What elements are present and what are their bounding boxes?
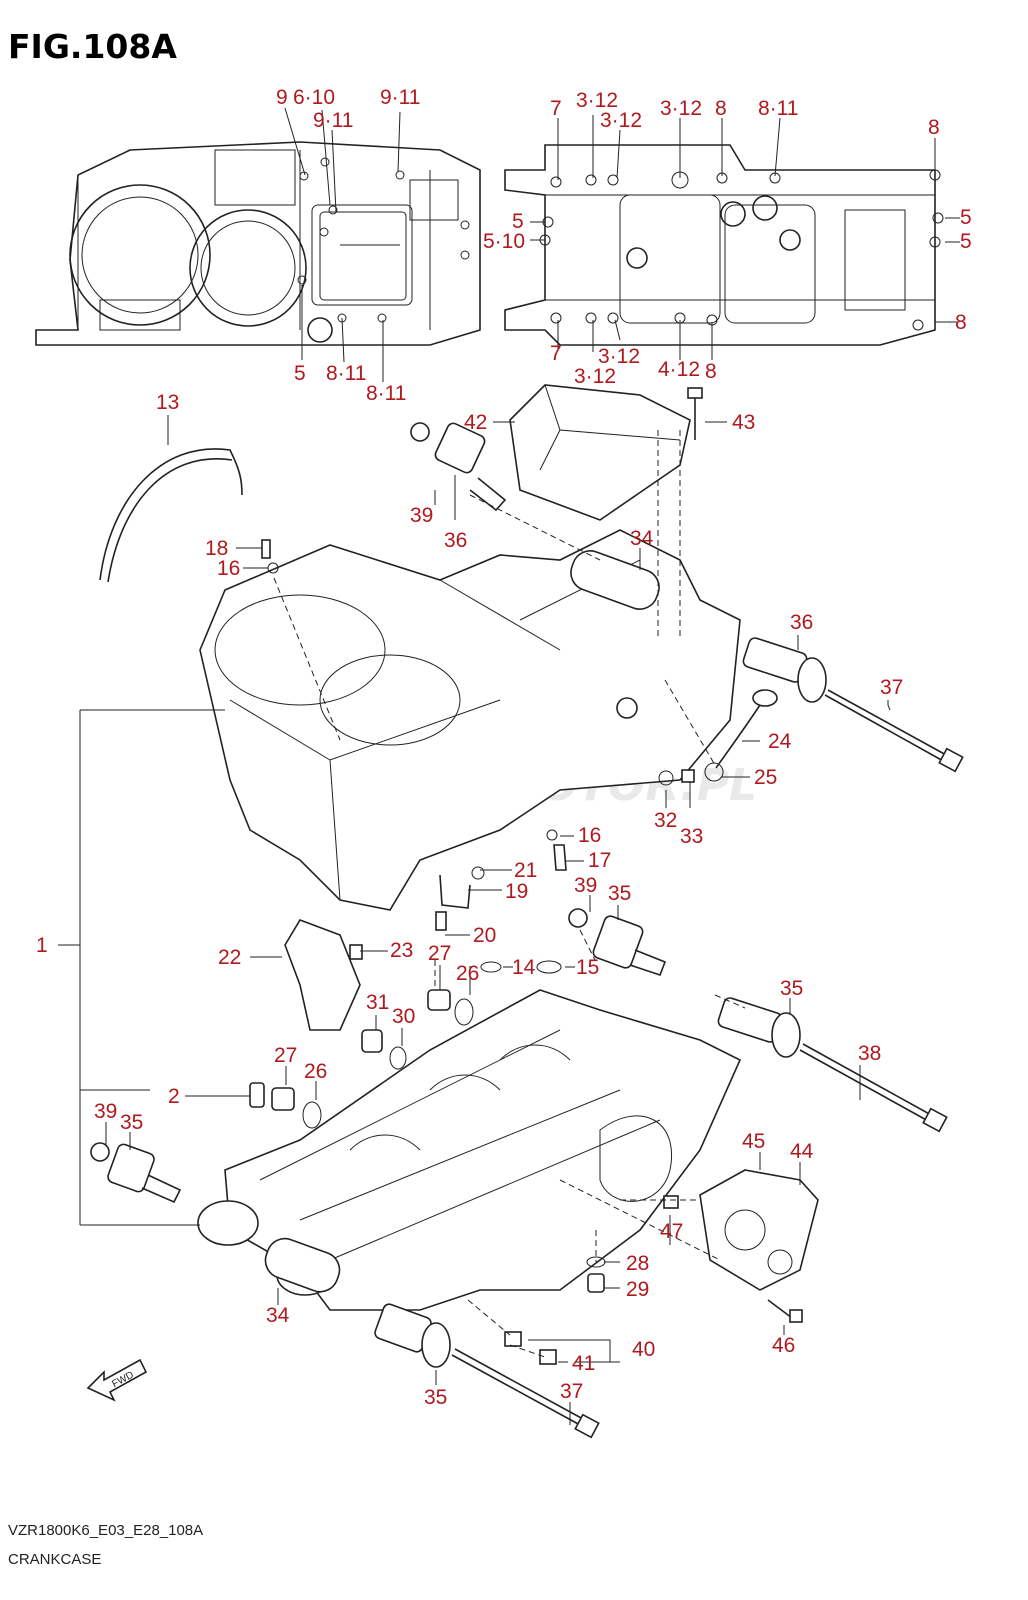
callout-label: 35 — [120, 1111, 143, 1134]
callout-label: 9·11 — [313, 109, 353, 132]
callout-label: 46 — [772, 1334, 795, 1357]
fwd-label: FWD — [110, 1370, 135, 1390]
callout-label: 14 — [512, 956, 536, 979]
callout-label: 28 — [626, 1252, 649, 1275]
callout-label: 37 — [560, 1380, 583, 1403]
callout-label: 26 — [304, 1060, 327, 1083]
callout-label: 3·12 — [574, 365, 616, 388]
callout-label: 13 — [156, 391, 179, 414]
callout-label: 33 — [680, 825, 703, 848]
callout-label: 8·11 — [366, 382, 406, 405]
callout-label: 34 — [266, 1304, 290, 1327]
callout-label: 3·12 — [600, 109, 642, 132]
callout-label: 6·10 — [293, 86, 335, 109]
callout-label: 45 — [742, 1130, 765, 1153]
callout-label: 5 — [960, 230, 972, 253]
callout-label: 32 — [654, 809, 677, 832]
callout-label: 3·12 — [598, 345, 640, 368]
model-code: VZR1800K6_E03_E28_108A — [8, 1522, 203, 1539]
callout-label: 9·11 — [380, 86, 420, 109]
callout-label: 8·11 — [326, 362, 366, 385]
callout-label: 36 — [790, 611, 813, 634]
callout-label: 15 — [576, 956, 599, 979]
callout-label: 35 — [608, 882, 631, 905]
leader-lines — [58, 107, 960, 1425]
callout-label: 35 — [780, 977, 803, 1000]
fwd-arrow-icon: FWD — [86, 1358, 148, 1402]
callout-label: 5·10 — [483, 230, 525, 253]
callout-label: 37 — [880, 676, 903, 699]
callouts-top: 9 6·10 9·11 9·11 7 3·12 3·12 3·12 8 8·11… — [276, 86, 972, 405]
callout-label: 44 — [790, 1140, 814, 1163]
section-name: CRANKCASE — [8, 1551, 101, 1568]
callout-label: 7 — [550, 97, 562, 120]
callout-label: 8 — [955, 311, 967, 334]
callout-label: 9 — [276, 86, 288, 109]
callout-label: 43 — [732, 411, 755, 434]
callout-label: 7 — [550, 342, 562, 365]
lower-crankcase-bottom-view — [504, 144, 944, 346]
callout-label: 5 — [512, 210, 524, 233]
callout-label: 35 — [424, 1386, 447, 1409]
callout-label: 39 — [574, 874, 597, 897]
callout-label: 41 — [572, 1352, 595, 1375]
callout-label: 3·12 — [660, 97, 702, 120]
callout-label: 40 — [632, 1338, 655, 1361]
callout-label: 16 — [578, 824, 601, 847]
callout-label: 20 — [473, 924, 496, 947]
callout-label: 4·12 — [658, 358, 700, 381]
callout-label: 26 — [456, 962, 479, 985]
callout-label: 2 — [168, 1085, 180, 1108]
callout-label: 27 — [274, 1044, 297, 1067]
callout-label: 1 — [36, 934, 48, 957]
callout-label: 34 — [630, 527, 654, 550]
callout-label: 25 — [754, 766, 777, 789]
callout-label: 42 — [464, 411, 487, 434]
callout-label: 18 — [205, 537, 228, 560]
figure-title: FIG.108A — [8, 27, 177, 66]
callout-label: 36 — [444, 529, 467, 552]
callout-label: 5 — [960, 206, 972, 229]
callout-label: 3·12 — [576, 89, 618, 112]
callout-label: 31 — [366, 991, 389, 1014]
callout-label: 24 — [768, 730, 792, 753]
callout-label: 8 — [715, 97, 727, 120]
callout-label: 17 — [588, 849, 611, 872]
callout-label: 8 — [928, 116, 940, 139]
main-exploded-view — [90, 384, 964, 1439]
callout-label: 5 — [294, 362, 306, 385]
callout-label: 22 — [218, 946, 241, 969]
callout-label: 21 — [514, 859, 537, 882]
callout-label: 19 — [505, 880, 528, 903]
callout-label: 30 — [392, 1005, 415, 1028]
callout-label: 38 — [858, 1042, 881, 1065]
callout-label: 23 — [390, 939, 413, 962]
upper-crankcase-top-view — [35, 141, 481, 346]
callout-label: 29 — [626, 1278, 649, 1301]
callout-label: 16 — [217, 557, 240, 580]
callout-label: 39 — [94, 1100, 117, 1123]
callout-label: 47 — [660, 1220, 683, 1243]
callout-label: 8·11 — [758, 97, 798, 120]
callout-label: 39 — [410, 504, 433, 527]
callout-label: 8 — [705, 360, 717, 383]
callout-label: 27 — [428, 942, 451, 965]
callouts-main: 13 42 43 39 36 18 16 34 36 37 24 25 32 3… — [36, 391, 903, 1409]
